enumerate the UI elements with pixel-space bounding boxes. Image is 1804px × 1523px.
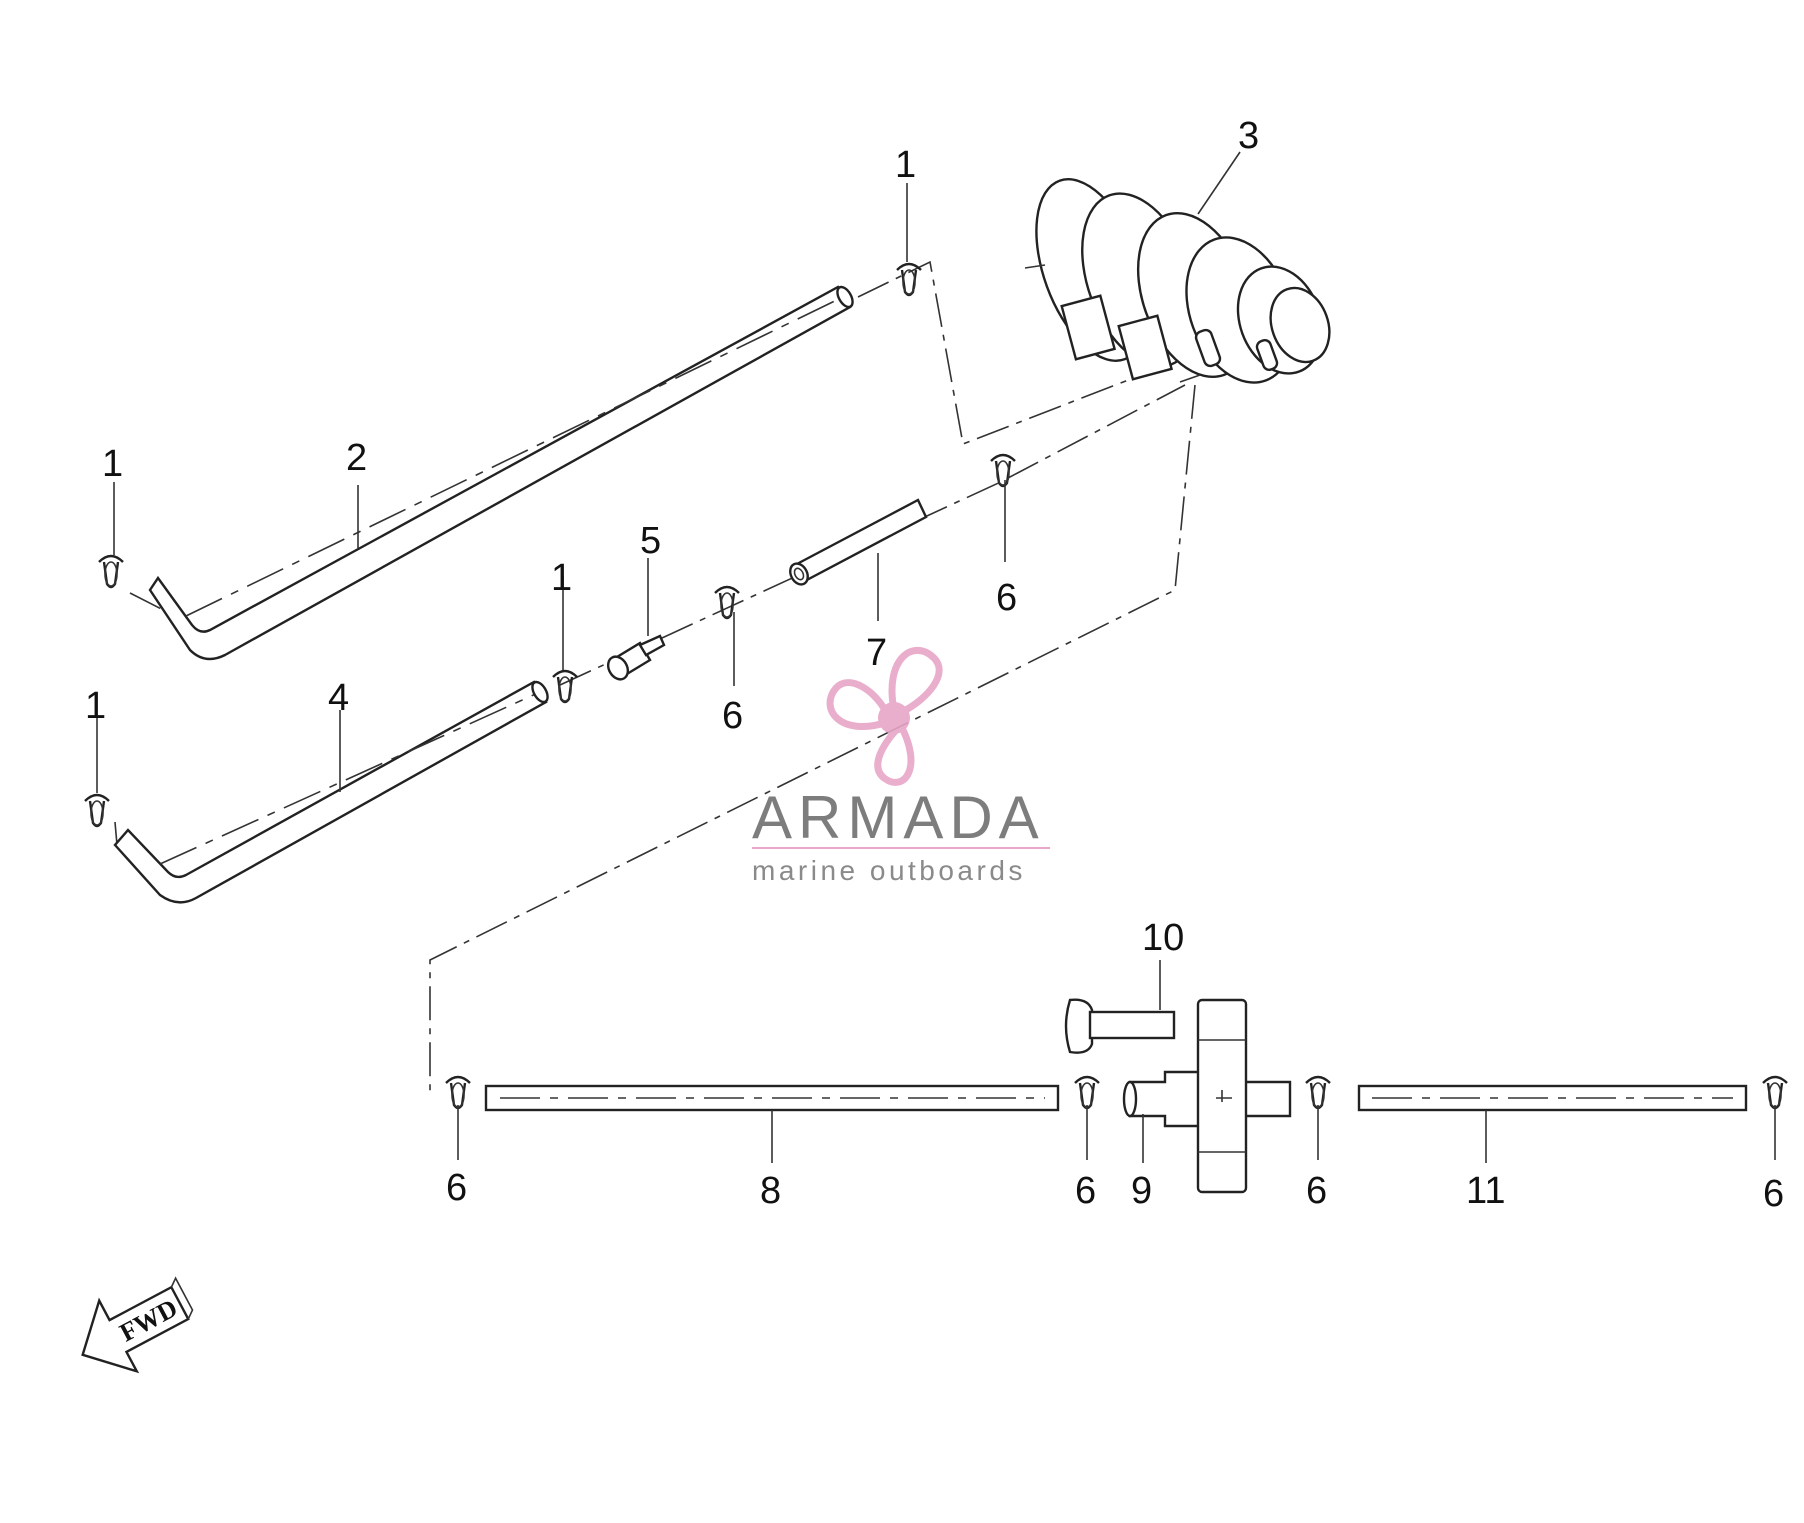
- callouts: 1 3 1 2 5 1 6 1 4 6 7 10 6 8 6 9 6 11 6: [85, 115, 1784, 1215]
- connector-line-clip1-to-canister: [857, 260, 1181, 446]
- callout-1: 1: [551, 557, 572, 599]
- hose-8: [484, 1084, 1060, 1112]
- clamp-6c: [445, 1075, 471, 1110]
- bolt-10: [1064, 998, 1176, 1054]
- callout-6: 6: [1075, 1170, 1096, 1212]
- propeller-logo-icon: [826, 646, 943, 786]
- callout-8: 8: [760, 1170, 781, 1212]
- callout-1: 1: [102, 443, 123, 485]
- callout-11: 11: [1466, 1170, 1505, 1212]
- fitting-5: [606, 634, 666, 681]
- clamp-6d: [1074, 1075, 1100, 1110]
- clamp-1c: [552, 669, 578, 704]
- callout-7: 7: [866, 632, 887, 674]
- valve-9: [1122, 998, 1292, 1194]
- callout-2: 2: [346, 437, 367, 479]
- clamp-6f: [1762, 1075, 1788, 1110]
- callout-3: 3: [1238, 115, 1259, 157]
- clamp-1b: [98, 554, 124, 589]
- clamp-6b: [714, 585, 740, 620]
- clamp-6e: [1305, 1075, 1331, 1110]
- callout-6: 6: [996, 577, 1017, 619]
- callout-1: 1: [895, 144, 916, 186]
- callout-1: 1: [85, 685, 106, 727]
- callout-9: 9: [1131, 1170, 1152, 1212]
- hose-11: [1357, 1084, 1748, 1112]
- callout-6: 6: [1306, 1170, 1327, 1212]
- connector-line-to-canister: [1007, 384, 1186, 479]
- hose-4: [113, 680, 549, 904]
- callout-6: 6: [446, 1167, 467, 1209]
- clamp-1a: [896, 262, 922, 297]
- callout-4: 4: [328, 677, 349, 719]
- canister-3: [1024, 178, 1331, 384]
- connector-line-canister-to-hose8: [429, 384, 1196, 1098]
- armada-watermark: ARMADA marine outboards: [752, 646, 1050, 886]
- callout-6: 6: [722, 695, 743, 737]
- leader-lines: [96, 151, 1776, 1163]
- watermark-brand: ARMADA: [752, 784, 1045, 851]
- callout-6: 6: [1763, 1173, 1784, 1215]
- clamp-1d: [84, 793, 110, 828]
- callout-10: 10: [1142, 917, 1184, 959]
- hose-7: [789, 498, 928, 586]
- hose-2: [148, 285, 854, 661]
- fwd-arrow-icon: FWD: [81, 1276, 194, 1374]
- connector-line-clip-hose4: [114, 821, 118, 846]
- clamp-6a: [990, 453, 1016, 488]
- callout-5: 5: [640, 520, 661, 562]
- watermark-tagline: marine outboards: [752, 855, 1026, 886]
